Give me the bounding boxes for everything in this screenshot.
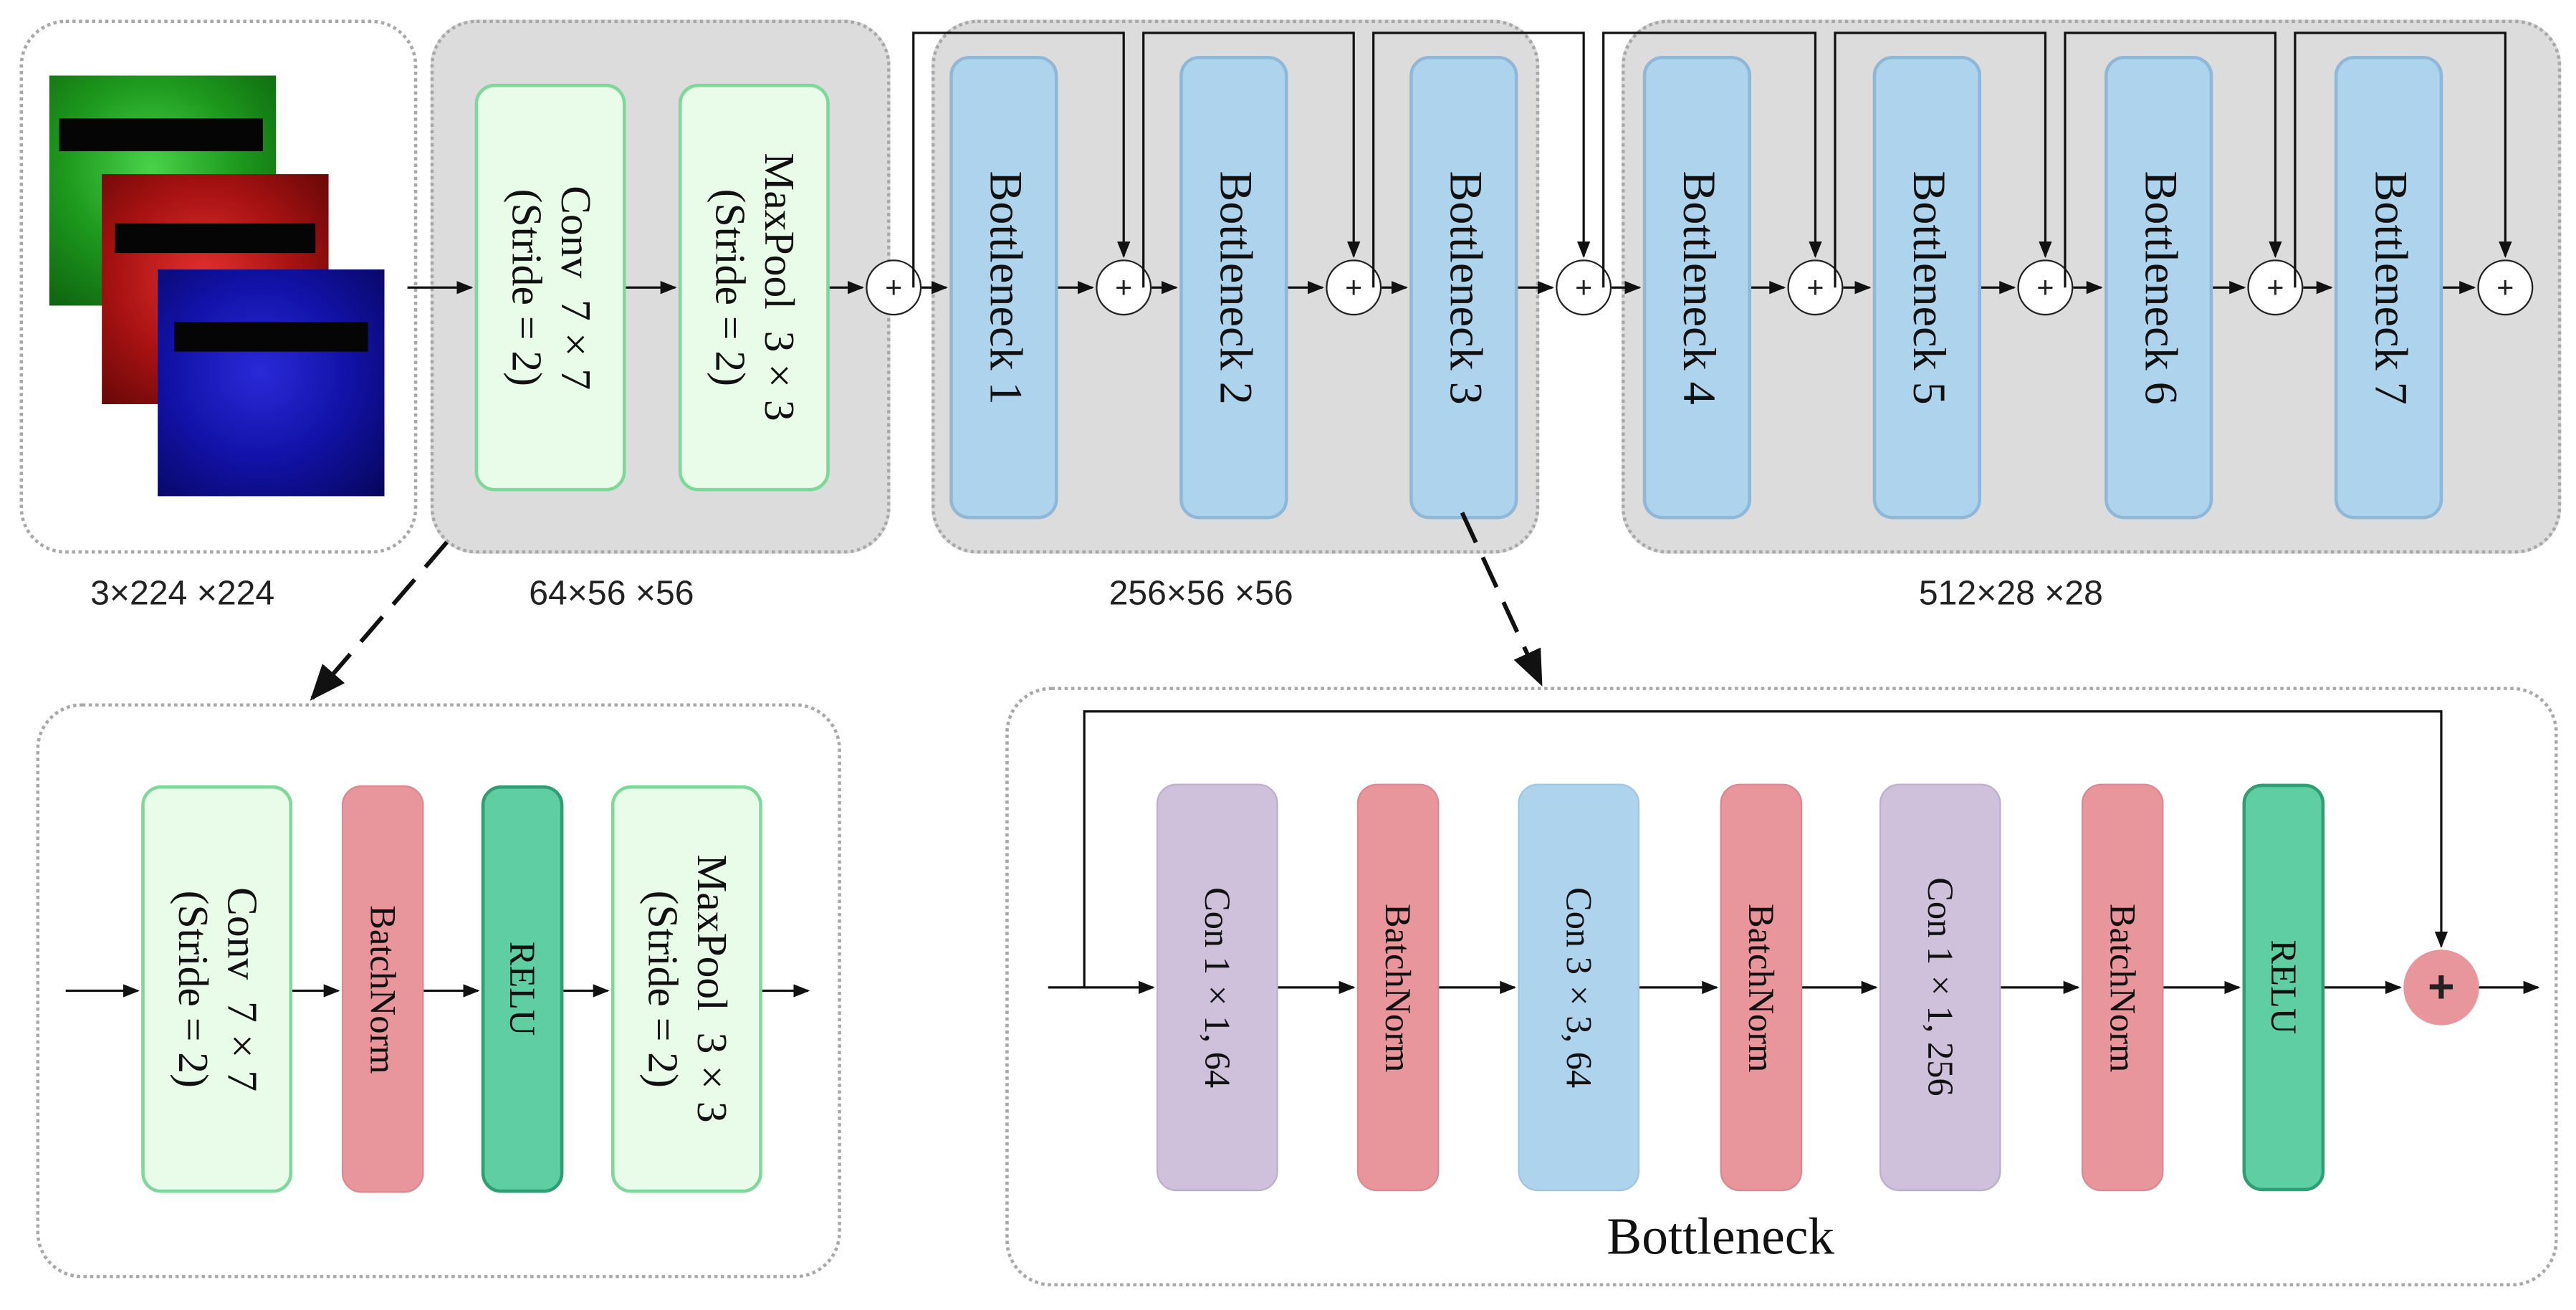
- input-image-blue: [158, 269, 385, 497]
- detail-batchnorm-block: BatchNorm: [341, 785, 424, 1193]
- bn-detail-relu-label: RELU: [2263, 940, 2304, 1035]
- bn-detail-batchnorm-1-label: BatchNorm: [1377, 903, 1419, 1072]
- bn-detail-relu-block: RELU: [2242, 783, 2325, 1192]
- detail-conv7x7-label: Conv 7×7 (Stride = 2): [169, 886, 267, 1091]
- stem-dims-label: 64×56 ×56: [529, 575, 694, 613]
- conv7x7-block: Conv 7×7 (Stride = 2): [474, 83, 626, 492]
- input-dims-label: 3×224 ×224: [90, 575, 275, 613]
- bottleneck-caption: Bottleneck: [1607, 1205, 1835, 1266]
- bottleneck-7-block: Bottleneck 7: [2334, 55, 2443, 520]
- bn-detail-conv1x1-256-block: Con 1×1, 256: [1879, 783, 2001, 1192]
- bn-detail-conv1x1-64-block: Con 1×1, 64: [1157, 783, 1278, 1192]
- bn-detail-batchnorm-2-label: BatchNorm: [1741, 903, 1782, 1072]
- bottleneck-detail-group: [1005, 687, 2558, 1287]
- bottleneck-3-block: Bottleneck 3: [1409, 55, 1518, 520]
- detail-conv7x7-block: Conv 7×7 (Stride = 2): [141, 785, 293, 1193]
- detail-relu-block: RELU: [481, 785, 564, 1193]
- bottleneck-3-label: Bottleneck 3: [1439, 171, 1490, 405]
- bottleneck-6-block: Bottleneck 6: [2104, 55, 2213, 520]
- stem-detail-group: [36, 703, 841, 1278]
- add-node-6: +: [2017, 259, 2074, 316]
- bn-detail-batchnorm-3-label: BatchNorm: [2102, 903, 2144, 1072]
- bottleneck-1-block: Bottleneck 1: [949, 55, 1058, 520]
- bn-detail-conv1x1-256-label: Con 1×1, 256: [1920, 878, 1961, 1097]
- stage1-dims-label: 256×56 ×56: [1109, 575, 1293, 613]
- add-node-8: +: [2477, 259, 2534, 316]
- bn-detail-batchnorm-2-block: BatchNorm: [1720, 783, 1803, 1192]
- bn-detail-batchnorm-3-block: BatchNorm: [2081, 783, 2164, 1192]
- bottleneck-1-label: Bottleneck 1: [979, 171, 1030, 405]
- bottleneck-4-label: Bottleneck 4: [1672, 171, 1724, 405]
- maxpool3x3-label: MaxPool 3×3 (Stride = 2): [706, 153, 803, 422]
- detail-maxpool3x3-block: MaxPool 3×3 (Stride = 2): [611, 785, 762, 1193]
- bn-detail-add-node: +: [2403, 950, 2479, 1025]
- bottleneck-2-label: Bottleneck 2: [1209, 171, 1260, 405]
- bottleneck-6-label: Bottleneck 6: [2134, 171, 2185, 405]
- bn-detail-conv3x3-64-label: Con 3×3, 64: [1558, 886, 1600, 1088]
- conv7x7-label: Conv 7×7 (Stride = 2): [502, 185, 600, 390]
- detail-relu-label: RELU: [502, 942, 544, 1037]
- bottleneck-5-label: Bottleneck 5: [1902, 171, 1954, 405]
- maxpool3x3-block: MaxPool 3×3 (Stride = 2): [678, 83, 830, 492]
- bottleneck-7-label: Bottleneck 7: [2364, 171, 2415, 405]
- bn-detail-conv3x3-64-block: Con 3×3, 64: [1518, 783, 1640, 1192]
- detail-batchnorm-label: BatchNorm: [362, 904, 404, 1074]
- bottleneck-5-block: Bottleneck 5: [1872, 55, 1981, 520]
- bottleneck-2-block: Bottleneck 2: [1179, 55, 1288, 520]
- bn-detail-conv1x1-64-label: Con 1×1, 64: [1197, 886, 1238, 1088]
- bottleneck-4-block: Bottleneck 4: [1642, 55, 1752, 520]
- stage2-dims-label: 512×28 ×28: [1918, 575, 2103, 613]
- bn-detail-batchnorm-1-block: BatchNorm: [1356, 783, 1440, 1192]
- detail-maxpool3x3-label: MaxPool 3×3 (Stride = 2): [638, 854, 736, 1124]
